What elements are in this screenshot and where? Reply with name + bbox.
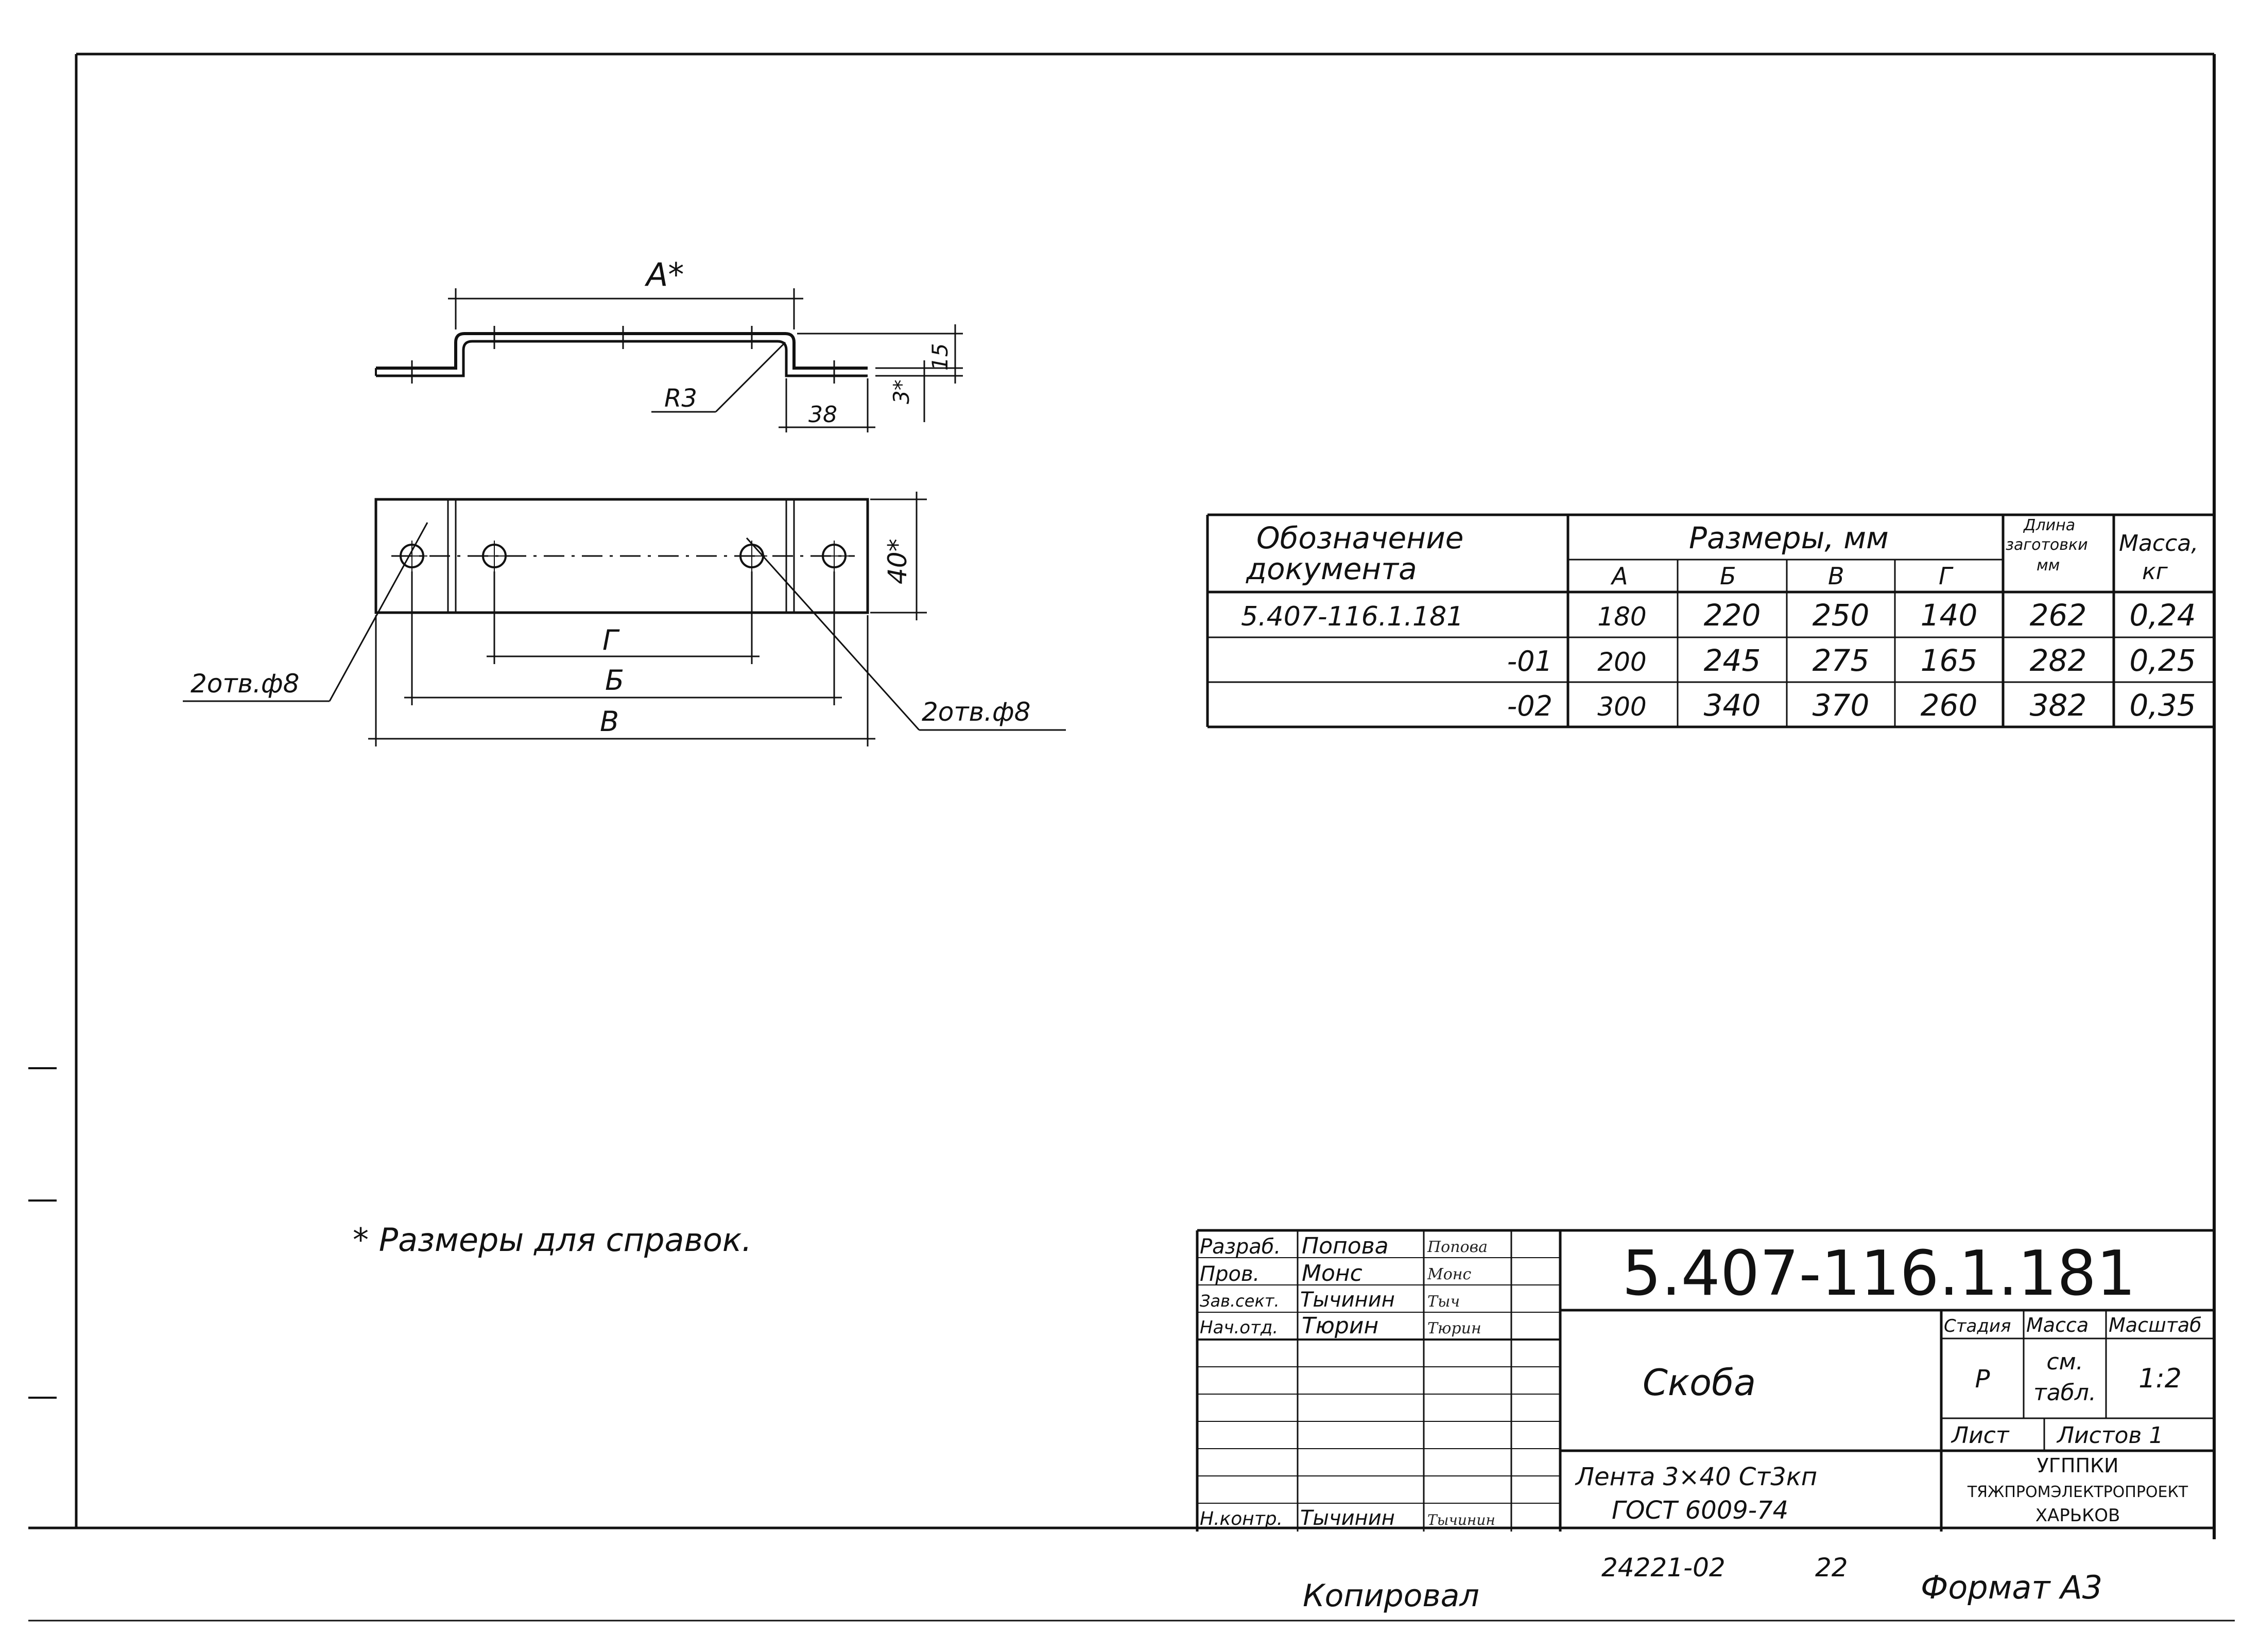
row3-mass: 0,35 <box>2129 688 2196 723</box>
staff-sign-3: Тыч <box>1427 1293 1460 1311</box>
bracket-plan-view <box>183 492 1066 746</box>
staff-sign-5: Тычинин <box>1427 1511 1495 1528</box>
spec-header-designation-1: Обозначение <box>1256 520 1463 555</box>
dim-3-label: 3* <box>889 379 914 404</box>
row2-length: 282 <box>2030 643 2087 678</box>
row2-g: 165 <box>1921 643 1978 678</box>
order-sub: 22 <box>1815 1553 1848 1583</box>
material-line1: Лента 3×40 Ст3кп <box>1575 1463 1817 1491</box>
row1-length: 262 <box>2030 598 2087 633</box>
row3-a: 300 <box>1597 692 1646 722</box>
dim-a-label: A* <box>644 256 684 293</box>
row2-v: 275 <box>1813 643 1870 678</box>
row1-a: 180 <box>1597 602 1646 632</box>
holes-right-label: 2отв.ф8 <box>922 697 1030 727</box>
staff-sign-1: Попова <box>1427 1238 1488 1256</box>
stage-value: Р <box>1975 1365 1990 1394</box>
row2-mass: 0,25 <box>2129 643 2196 678</box>
order-number: 24221-02 <box>1601 1553 1726 1583</box>
row1-b: 220 <box>1704 598 1761 633</box>
staff-sign-4: Тюрин <box>1427 1319 1481 1337</box>
reference-note: * Размеры для справок. <box>353 1221 752 1259</box>
staff-name-1: Попова <box>1302 1233 1389 1259</box>
spec-header-sizes: Размеры, мм <box>1689 520 1889 555</box>
spec-table <box>1206 513 2214 728</box>
bracket-side-view <box>375 288 963 432</box>
spec-header-mass-1: Масса, <box>2119 530 2198 557</box>
org-line2: ТЯЖПРОМЭЛЕКТРОПРОЕКТ <box>1967 1483 2188 1501</box>
staff-role-3: Зав.сект. <box>1200 1291 1280 1311</box>
row3-g: 260 <box>1921 688 1978 723</box>
spec-col-a: А <box>1610 562 1628 590</box>
dim-b-label: Б <box>605 664 624 697</box>
row3-b: 340 <box>1704 688 1761 723</box>
row2-designation: -01 <box>1507 645 1552 677</box>
sheet-label: Лист <box>1951 1422 2010 1449</box>
org-line1: УГППКИ <box>2037 1454 2119 1477</box>
mass-label: Масса <box>2026 1314 2089 1336</box>
staff-name-4: Тюрин <box>1302 1313 1378 1339</box>
dim-40-label: 40* <box>883 538 912 584</box>
format-label: Формат А3 <box>1921 1569 2102 1606</box>
staff-role-5: Н.контр. <box>1200 1508 1283 1529</box>
staff-role-2: Пров. <box>1200 1262 1260 1286</box>
holes-left-label: 2отв.ф8 <box>191 669 299 699</box>
staff-name-3: Тычинин <box>1300 1288 1395 1312</box>
staff-sign-2: Монс <box>1427 1265 1472 1283</box>
org-line3: ХАРЬКОВ <box>2035 1505 2120 1526</box>
mass-value-2: табл. <box>2033 1380 2096 1406</box>
spec-header-length-2: заготовки <box>2006 536 2088 554</box>
staff-name-5: Тычинин <box>1300 1506 1395 1530</box>
spec-col-v: В <box>1828 562 1844 590</box>
scale-label: Масштаб <box>2109 1314 2202 1336</box>
stage-label: Стадия <box>1944 1316 2011 1336</box>
row3-v: 370 <box>1813 688 1870 723</box>
part-name: Скоба <box>1643 1362 1756 1404</box>
row1-v: 250 <box>1813 598 1870 633</box>
staff-name-2: Монс <box>1302 1260 1362 1286</box>
row1-mass: 0,24 <box>2129 598 2196 633</box>
row2-a: 200 <box>1597 647 1646 677</box>
dim-38-label: 38 <box>808 402 837 428</box>
row2-b: 245 <box>1704 643 1761 678</box>
row1-g: 140 <box>1921 598 1978 633</box>
sheet-frame <box>28 53 2235 1622</box>
scale-value: 1:2 <box>2138 1363 2182 1394</box>
copied-label: Копировал <box>1303 1578 1479 1614</box>
row3-designation: -02 <box>1507 690 1552 722</box>
spec-header-mass-2: кг <box>2142 559 2168 585</box>
spec-col-g: Г <box>1939 562 1954 590</box>
material-line2: ГОСТ 6009-74 <box>1612 1496 1788 1525</box>
spec-header-length-1: Длина <box>2023 516 2075 534</box>
spec-header-length-3: мм <box>2037 557 2060 575</box>
title-block <box>1196 1229 2214 1532</box>
spec-header-designation-2: документа <box>1246 551 1417 586</box>
doc-number: 5.407-116.1.181 <box>1622 1238 2136 1310</box>
row1-designation: 5.407-116.1.181 <box>1241 601 1463 632</box>
mass-value-1: см. <box>2046 1349 2083 1375</box>
staff-role-4: Нач.отд. <box>1200 1317 1278 1338</box>
dim-r3-label: R3 <box>664 384 697 413</box>
staff-role-1: Разраб. <box>1200 1235 1281 1259</box>
spec-col-b: Б <box>1720 562 1736 590</box>
sheets-label: Листов 1 <box>2056 1422 2163 1449</box>
dim-15-label: 15 <box>927 343 953 371</box>
row3-length: 382 <box>2030 688 2087 723</box>
dim-v-label: В <box>600 705 619 738</box>
dim-g-label: Г <box>602 624 620 656</box>
